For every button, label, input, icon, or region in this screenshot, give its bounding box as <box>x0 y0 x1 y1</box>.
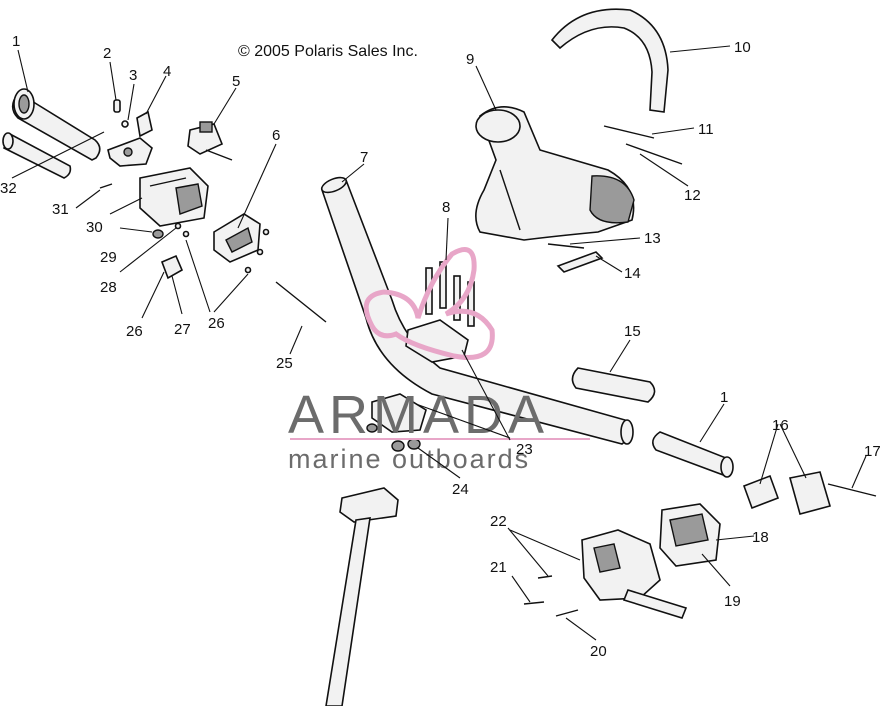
part-throttle-pin <box>107 99 153 167</box>
part-handlebar <box>320 176 634 445</box>
part-nut-29 <box>152 229 164 239</box>
part-brake-switch <box>659 503 721 567</box>
callout-21: 21 <box>490 559 507 576</box>
callout-26-left: 26 <box>126 323 143 340</box>
callout-14: 14 <box>624 265 641 282</box>
part-screw-31 <box>99 183 113 189</box>
callout-8: 8 <box>442 199 450 216</box>
leader-lines <box>11 45 867 641</box>
copyright-notice: © 2005 Polaris Sales Inc. <box>238 43 418 60</box>
callout-31: 31 <box>52 201 69 218</box>
part-left-grip <box>11 88 101 161</box>
watermark-logo-swirl <box>363 247 495 360</box>
part-pin-21 <box>523 601 545 605</box>
callout-labels: 1 2 3 4 5 6 7 8 9 10 11 12 13 14 15 1 16… <box>0 33 881 660</box>
part-pin-25 <box>275 281 327 323</box>
part-right-grip-tube <box>652 431 734 478</box>
part-plate-27 <box>160 254 184 280</box>
part-grip-tube <box>2 132 72 179</box>
callout-1: 1 <box>12 33 20 50</box>
part-right-grip <box>571 367 656 403</box>
part-handlebar-pod <box>475 106 635 249</box>
callout-29: 29 <box>100 249 117 266</box>
watermark-tagline: marine outboards <box>288 444 530 474</box>
callout-22: 22 <box>490 513 507 530</box>
callout-19: 19 <box>724 593 741 610</box>
callout-10: 10 <box>734 39 751 56</box>
part-washer-28 <box>174 222 182 230</box>
callout-1-right: 1 <box>720 389 728 406</box>
callout-9: 9 <box>466 51 474 68</box>
part-pin-20 <box>555 609 579 617</box>
callout-5: 5 <box>232 73 240 90</box>
callout-2: 2 <box>103 45 111 62</box>
callout-13: 13 <box>644 230 661 247</box>
part-pin-17 <box>827 483 877 497</box>
watermark-brand-text: ARMADA <box>288 385 549 445</box>
part-cable <box>550 8 669 113</box>
part-switch <box>187 121 233 161</box>
callout-16: 16 <box>772 417 789 434</box>
callout-18: 18 <box>752 529 769 546</box>
part-throttle-housing <box>139 167 209 227</box>
callout-17: 17 <box>864 443 881 460</box>
callout-30: 30 <box>86 219 103 236</box>
callout-12: 12 <box>684 187 701 204</box>
part-brake-lever <box>581 529 688 619</box>
callout-25: 25 <box>276 355 293 372</box>
callout-11: 11 <box>698 121 714 138</box>
callout-6: 6 <box>272 127 280 144</box>
callout-15: 15 <box>624 323 641 340</box>
callout-20: 20 <box>590 643 607 660</box>
callout-4: 4 <box>163 63 171 80</box>
part-throttle-cover <box>213 213 270 274</box>
callout-7: 7 <box>360 149 368 166</box>
part-washer-28b <box>182 230 190 238</box>
callout-24: 24 <box>452 481 469 498</box>
watermark: ARMADA marine outboards <box>288 247 590 474</box>
part-steering-column <box>325 487 399 707</box>
part-screw-12 <box>625 143 683 165</box>
callout-28: 28 <box>100 279 117 296</box>
callout-32: 32 <box>0 180 17 197</box>
watermark-divider <box>290 438 590 440</box>
callout-26-right: 26 <box>208 315 225 332</box>
callout-3: 3 <box>129 67 137 84</box>
part-bracket-14 <box>556 251 604 273</box>
part-screw-11 <box>603 125 655 139</box>
part-end-caps <box>742 471 831 515</box>
callout-27: 27 <box>174 321 191 338</box>
callout-23: 23 <box>516 441 533 458</box>
part-pin-22 <box>537 575 553 579</box>
